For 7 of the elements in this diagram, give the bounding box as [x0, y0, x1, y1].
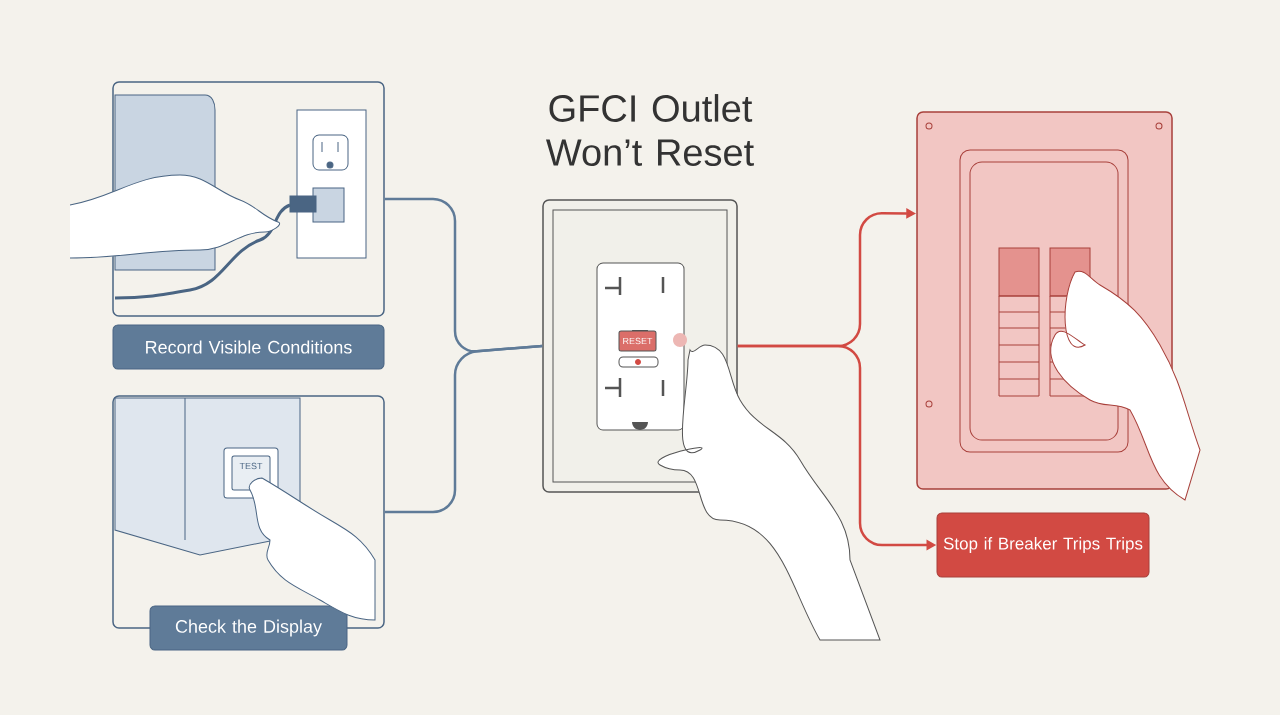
button-label: RESET: [623, 337, 653, 345]
title: GFCI Outlet Won’t Reset: [546, 94, 754, 166]
connector: [384, 344, 543, 514]
step-box: Check the Display: [149, 605, 348, 651]
step-box: Record Visible Conditions: [112, 324, 385, 370]
step-box: Stop if Breaker Trips Trips: [936, 512, 1150, 578]
button-label: TEST: [239, 462, 263, 470]
